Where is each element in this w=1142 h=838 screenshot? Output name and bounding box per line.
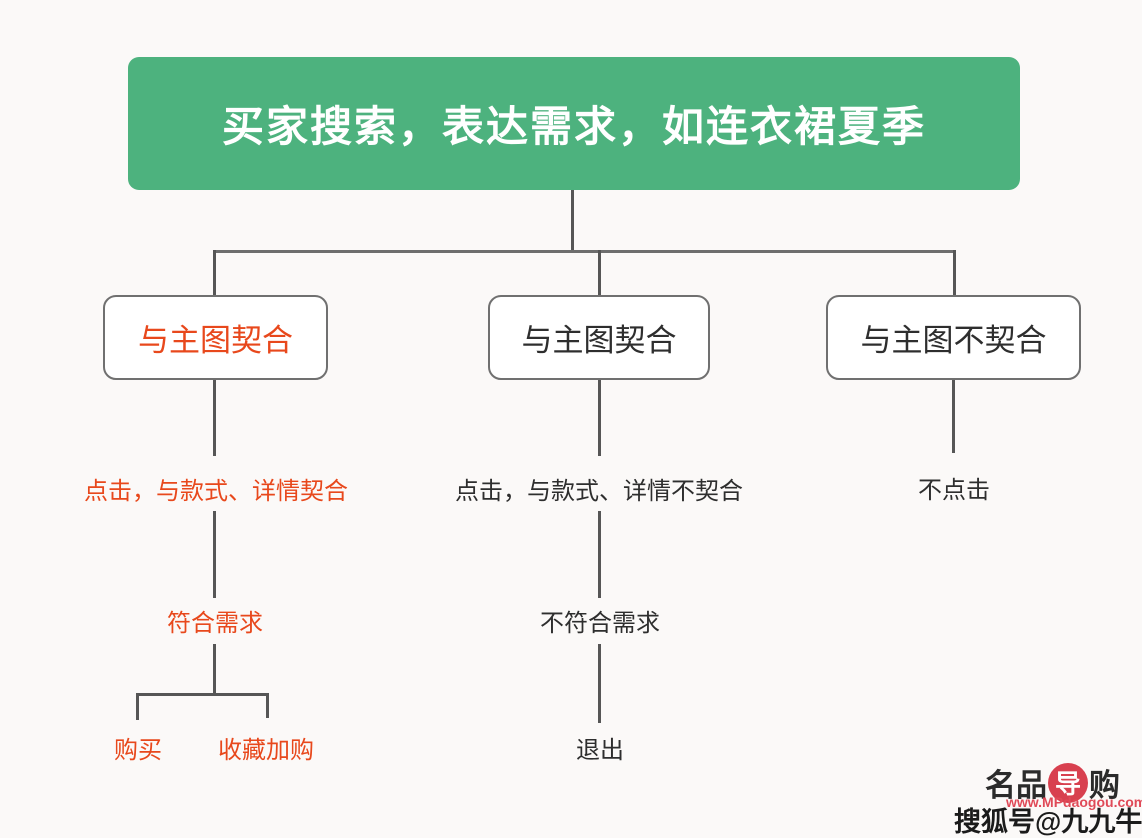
branch1-step2: 符合需求 xyxy=(167,610,263,637)
connector-drop-branch3 xyxy=(953,250,956,297)
branch3-box: 与主图不契合 xyxy=(826,295,1081,380)
branch1-leaf-favorite: 收藏加购 xyxy=(218,737,314,764)
connector-drop-branch2 xyxy=(598,250,601,297)
connector-branch1-step1 xyxy=(213,380,216,456)
branch1-step1: 点击，与款式、详情契合 xyxy=(84,478,348,505)
connector-branch1-leaves-horizontal xyxy=(136,693,269,696)
connector-drop-branch1 xyxy=(213,250,216,297)
branch2-box: 与主图契合 xyxy=(488,295,710,380)
connector-level1-horizontal xyxy=(213,250,956,253)
connector-root-vertical xyxy=(571,190,574,252)
branch2-step2: 不符合需求 xyxy=(540,610,660,637)
connector-branch1-leaf2-drop xyxy=(266,693,269,718)
branch1-box: 与主图契合 xyxy=(103,295,328,380)
connector-branch1-step2 xyxy=(213,511,216,598)
branch1-leaf-buy: 购买 xyxy=(114,737,162,764)
connector-branch3-step1 xyxy=(952,380,955,453)
branch3-step1: 不点击 xyxy=(918,477,990,504)
connector-branch2-step1 xyxy=(598,380,601,456)
brand-logo: 名品 导 购 xyxy=(985,760,1120,805)
connector-branch1-leaves-stem xyxy=(213,644,216,695)
branch1-box-label: 与主图契合 xyxy=(138,323,293,358)
root-node-label: 买家搜索，表达需求，如连衣裙夏季 xyxy=(221,103,926,150)
branch2-leaf-exit: 退出 xyxy=(576,737,624,764)
connector-branch2-leaf-stem xyxy=(598,644,601,723)
connector-branch1-leaf1-drop xyxy=(136,693,139,720)
root-node: 买家搜索，表达需求，如连衣裙夏季 xyxy=(128,57,1020,190)
branch3-box-label: 与主图不契合 xyxy=(860,323,1047,358)
branch2-box-label: 与主图契合 xyxy=(521,323,677,358)
watermark-sohu-account: 搜狐号@九九牛 xyxy=(954,807,1142,837)
brand-logo-right-text: 购 xyxy=(1089,768,1120,803)
branch2-step1: 点击，与款式、详情不契合 xyxy=(455,478,743,505)
connector-branch2-step2 xyxy=(598,511,601,598)
brand-logo-circle-icon: 导 xyxy=(1048,762,1088,803)
brand-logo-left-text: 名品 xyxy=(985,768,1047,803)
watermark-url: www.MPdaogou.com xyxy=(1006,794,1142,810)
